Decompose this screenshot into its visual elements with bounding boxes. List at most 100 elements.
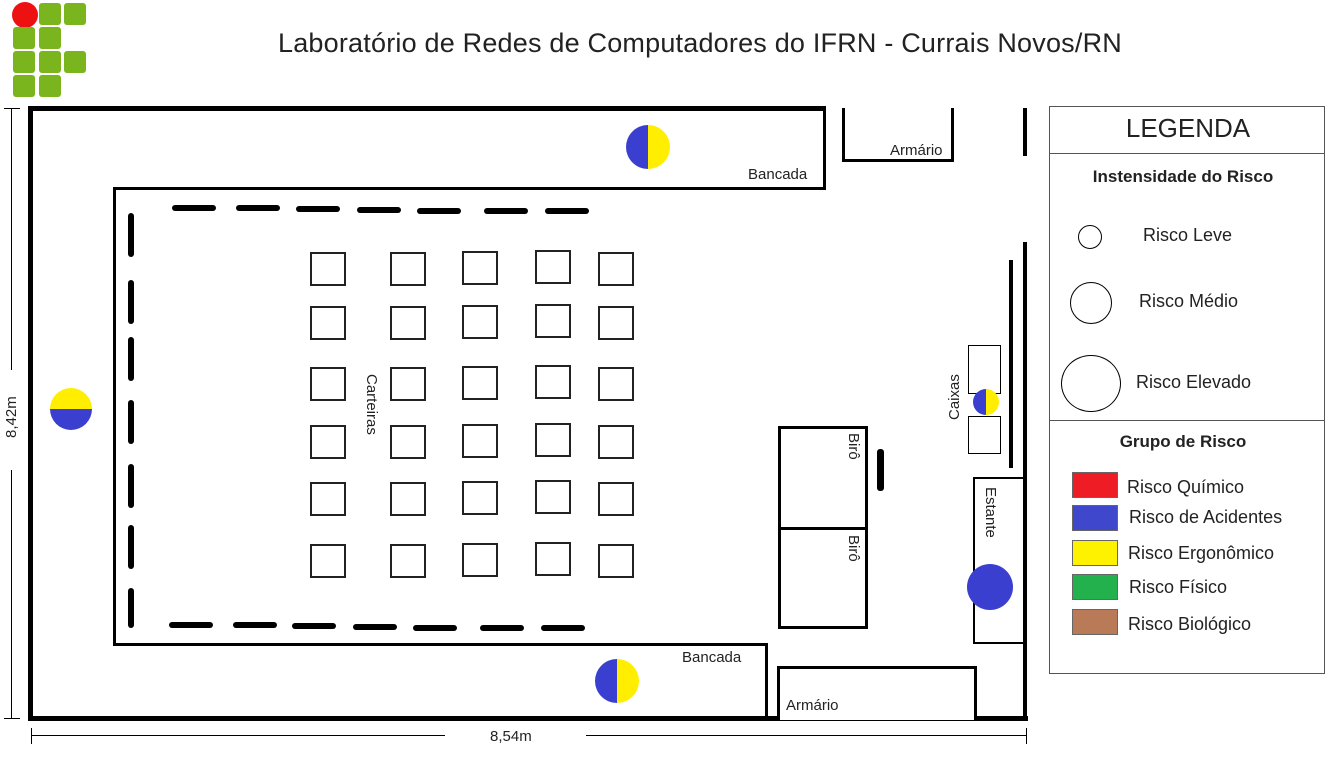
desk (598, 252, 634, 286)
dash-segment (233, 622, 277, 628)
desk (598, 367, 634, 401)
biro-2 (778, 527, 868, 629)
estante-label: Estante (982, 487, 999, 538)
desk (535, 250, 571, 284)
risk-marker-left-wall (50, 388, 92, 430)
bancada-bottom-edge-vertical (765, 643, 768, 719)
page-title: Laboratório de Redes de Computadores do … (278, 28, 1122, 58)
swatch-acidentes (1072, 505, 1118, 531)
swatch-fisico (1072, 574, 1118, 600)
wall-right-lower (1023, 242, 1027, 720)
dash-segment (128, 525, 134, 569)
desk (310, 367, 346, 401)
wall-bottom (28, 716, 1028, 721)
dash-segment (357, 207, 401, 213)
intensity-label-leve: Risco Leve (1143, 225, 1233, 245)
biro-1-label: Birô (845, 433, 862, 460)
armario-bottom-label: Armário (786, 697, 839, 714)
desk (462, 366, 498, 400)
height-tick-bottom (4, 718, 20, 719)
desk (390, 482, 426, 516)
logo-cell (64, 51, 86, 73)
risk-half-accidentes (595, 659, 617, 703)
desk (462, 305, 498, 339)
dash-segment (128, 280, 134, 324)
desk (310, 482, 346, 516)
wall-right-upper (1023, 108, 1027, 156)
desk (462, 543, 498, 577)
dash-segment (353, 624, 397, 630)
desk (535, 480, 571, 514)
desk (390, 544, 426, 578)
risk-marker-bottom-bancada (595, 659, 639, 703)
desk (462, 424, 498, 458)
desk (390, 306, 426, 340)
dash-segment (545, 208, 589, 214)
intensity-circle-medio (1070, 282, 1112, 324)
logo-cell (39, 51, 61, 73)
desk (535, 423, 571, 457)
desk (598, 306, 634, 340)
desk (598, 482, 634, 516)
dash-segment (292, 623, 336, 629)
wall-left (28, 106, 33, 721)
risk-half-ergonomico (648, 125, 670, 169)
swatch-ergonomico (1072, 540, 1118, 566)
dash-segment (128, 400, 134, 444)
dash-segment (169, 622, 213, 628)
chair-mark (877, 449, 884, 491)
group-label-ergonomico: Risco Ergonômico (1128, 543, 1275, 563)
risk-half-accidentes (973, 389, 986, 415)
legend-divider (1050, 153, 1324, 154)
desk (598, 425, 634, 459)
logo-red-dot (12, 2, 38, 28)
desk (462, 481, 498, 515)
group-label-acidentes: Risco de Acidentes (1129, 507, 1283, 527)
wall-top (28, 106, 826, 111)
dash-segment (541, 625, 585, 631)
biro-2-label: Birô (845, 535, 862, 562)
carteiras-label: Carteiras (363, 374, 380, 435)
caixa-box-upper (968, 345, 1001, 394)
dash-segment (296, 206, 340, 212)
swatch-quimico (1072, 472, 1118, 498)
desk (598, 544, 634, 578)
logo-cell (13, 51, 35, 73)
armario-bottom (777, 666, 977, 720)
group-label-quimico: Risco Químico (1127, 477, 1245, 497)
desk (390, 252, 426, 286)
width-label: 8,54m (490, 728, 532, 745)
legend-panel: LEGENDA Instensidade do Risco Risco Leve… (1049, 106, 1325, 674)
estante (973, 477, 1025, 644)
logo-cell (39, 75, 61, 97)
width-dimension-right (586, 735, 1027, 736)
bancada-top-label: Bancada (748, 166, 808, 183)
legend-intensity-title: Instensidade do Risco (1092, 167, 1274, 186)
ifrn-logo (12, 2, 88, 98)
desk (310, 544, 346, 578)
width-tick-left (31, 728, 32, 744)
caixa-box-lower (968, 416, 1001, 454)
group-label-fisico: Risco Físico (1129, 577, 1228, 597)
risk-half-accidentes (50, 409, 92, 430)
legend-title: LEGENDA (1125, 113, 1251, 143)
dash-segment (128, 588, 134, 628)
caixas-rack-line (1009, 260, 1013, 468)
risk-half-accidentes (626, 125, 648, 169)
height-dimension-bottom (11, 470, 12, 718)
risk-half-ergonomico (986, 389, 999, 415)
risk-marker-estante (967, 564, 1013, 610)
dash-segment (236, 205, 280, 211)
legend-divider (1050, 420, 1324, 421)
armario-top (842, 108, 954, 162)
desk (535, 304, 571, 338)
desk (390, 367, 426, 401)
dash-segment (484, 208, 528, 214)
intensity-label-medio: Risco Médio (1139, 291, 1239, 311)
armario-top-label: Armário (890, 142, 943, 159)
desk (462, 251, 498, 285)
intensity-circle-leve (1078, 225, 1102, 249)
dash-segment (128, 337, 134, 381)
intensity-label-elevado: Risco Elevado (1136, 372, 1252, 392)
dash-segment (417, 208, 461, 214)
